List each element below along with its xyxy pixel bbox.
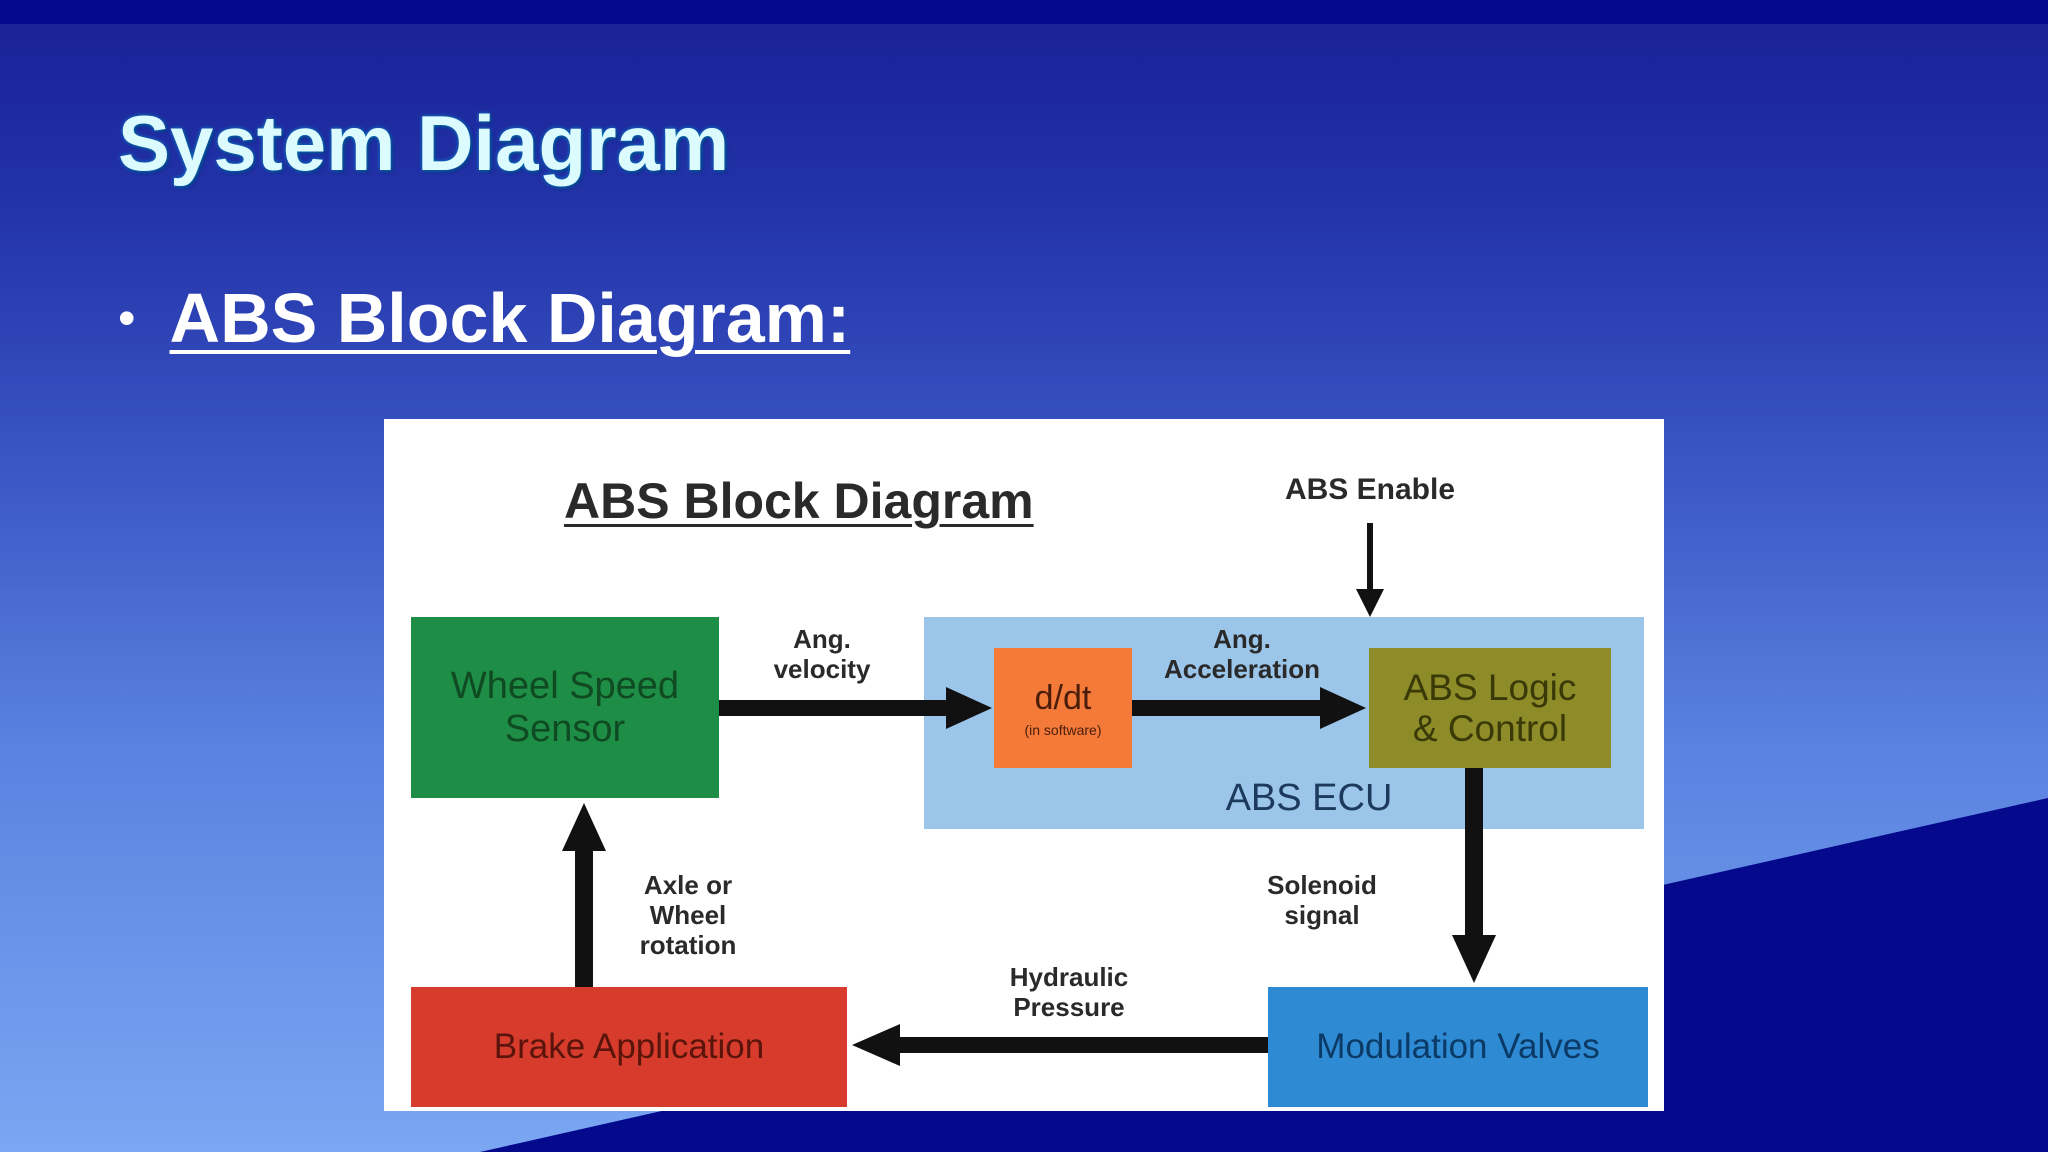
solenoid-signal-label: Solenoid signal	[1267, 870, 1377, 930]
modulation-valves-block: Modulation Valves	[1268, 987, 1648, 1107]
hydraulic-pressure-label: Hydraulic Pressure	[1009, 962, 1129, 1022]
bullet-item: • ABS Block Diagram:	[118, 278, 850, 358]
ang-velocity-label: Ang. velocity	[773, 624, 871, 684]
page-title: System Diagram	[118, 99, 730, 187]
bullet-dot: •	[118, 290, 136, 346]
ang-acceleration-label: Ang. Acceleration	[1163, 624, 1321, 684]
top-band	[0, 0, 2048, 24]
abs-ecu-label: ABS ECU	[1225, 777, 1393, 819]
abs-logic-control-block: ABS Logic & Control	[1369, 648, 1611, 768]
abs-block-diagram: ABS Block Diagram ABS Enable Ang. veloci…	[384, 419, 1664, 1111]
diagram-title: ABS Block Diagram	[564, 473, 1034, 529]
wheel-speed-sensor-block: Wheel Speed Sensor	[411, 617, 719, 798]
bullet-heading: ABS Block Diagram:	[169, 279, 851, 357]
diagram-arrows	[562, 523, 1496, 1066]
abs-enable-label: ABS Enable	[1284, 473, 1456, 506]
ddt-block: d/dt (in software)	[994, 648, 1132, 768]
axle-rotation-label: Axle or Wheel rotation	[639, 870, 737, 960]
brake-application-block: Brake Application	[411, 987, 847, 1107]
